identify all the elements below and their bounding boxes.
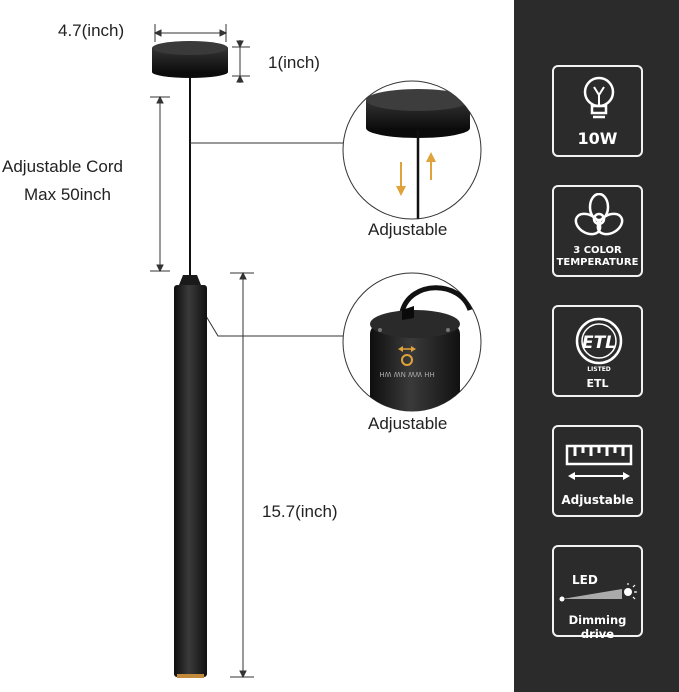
dial-marks: HH WW NW WH [379,370,434,378]
etl-listed-icon: ETL LISTED [575,317,623,373]
cord-length-dimension [150,95,170,273]
feature-adjustable: Adjustable [552,425,643,517]
feature-dimming: LED Dimming drive [552,545,643,641]
canopy-height-label: 1(inch) [268,53,320,72]
feature-wattage: 10W [552,65,643,157]
bulb-icon [583,76,615,119]
callout-tube-detail: HH WW NW WH [342,272,482,412]
canopy [152,41,228,78]
cord-label-line2: Max 50inch [24,185,111,204]
callout-canopy-detail [342,80,482,220]
callout-caption-bottom: Adjustable [368,414,448,433]
feature-etl: ETL LISTED ETL [552,305,643,397]
led-label: LED [572,573,598,587]
led-dimming-icon [559,583,637,602]
canopy-height-dimension [232,40,250,83]
callout-caption-top: Adjustable [368,220,448,239]
feature-dimming-label: Dimming drive [568,613,627,641]
fixture-drawing: HH WW NW WH [150,24,482,679]
ruler-icon [565,444,633,480]
canopy-width-dimension [153,24,228,42]
callout-leader-bottom [205,315,343,337]
color-temperature-icon [574,193,624,236]
feature-color-temperature-label: 3 COLOR TEMPERATURE [554,245,641,269]
etl-seal-text: ETL [582,333,616,353]
tube-length-label: 15.7(inch) [262,502,338,521]
feature-color-temperature: 3 COLOR TEMPERATURE [552,185,643,277]
pendant-tube [174,275,207,678]
label-line2: TEMPERATURE [556,257,639,268]
feature-adjustable-label: Adjustable [561,493,634,507]
canopy-width-label: 4.7(inch) [58,21,125,40]
cord-label-line1: Adjustable Cord [2,157,123,176]
feature-wattage-label: 10W [577,129,618,148]
feature-sidebar: 10W 3 COLOR TEMPERATURE ETL LISTED ETL [514,0,679,692]
label-line1: 3 COLOR [573,245,622,256]
feature-etl-label: ETL [586,377,609,390]
tube-length-dimension [230,271,254,679]
etl-seal-sub: LISTED [587,366,611,373]
